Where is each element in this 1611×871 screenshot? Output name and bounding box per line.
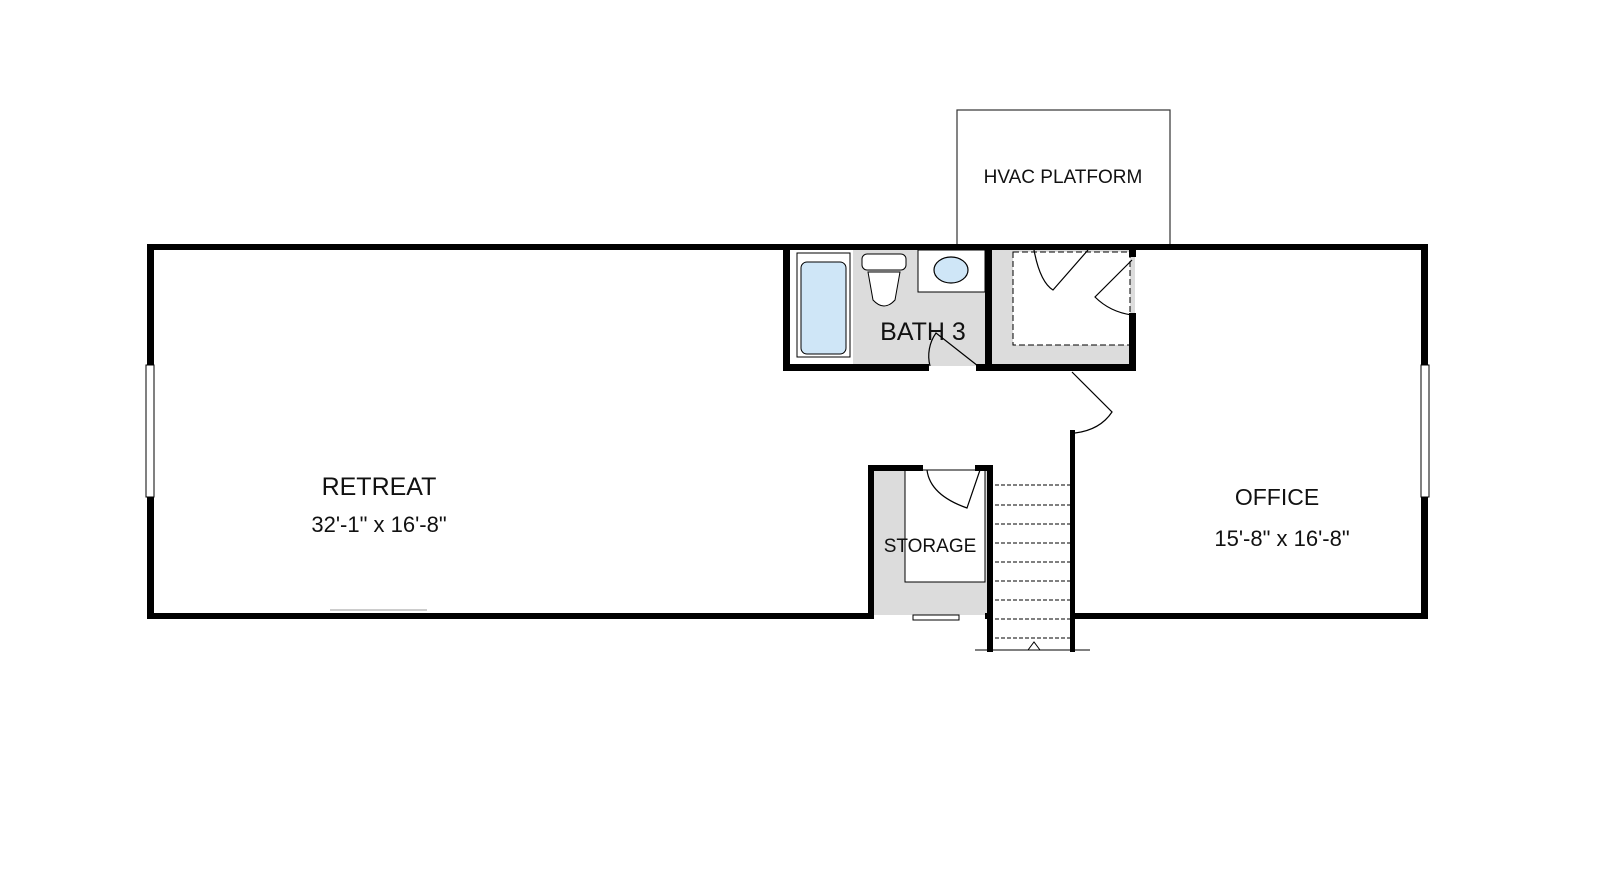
office-door[interactable] (1071, 371, 1113, 434)
retreat-label: RETREAT (322, 473, 437, 501)
toilet-tank (861, 253, 907, 271)
office-window (1420, 364, 1430, 498)
hvac-label: HVAC PLATFORM (984, 167, 1143, 188)
storage-door[interactable] (926, 469, 981, 509)
toilet-icon (867, 271, 901, 307)
storage-window (912, 614, 960, 621)
bathtub-icon (800, 261, 847, 355)
office-label: OFFICE (1235, 484, 1319, 510)
bath-door[interactable] (928, 332, 979, 367)
office-size: 15'-8" x 16'-8" (1214, 526, 1349, 551)
staircase[interactable] (975, 484, 1090, 651)
sink-icon (933, 256, 969, 284)
retreat-window (145, 364, 155, 498)
storage-label: STORAGE (884, 536, 977, 557)
closet-shelf (1012, 251, 1131, 346)
walls (147, 244, 1428, 652)
retreat-size: 32'-1" x 16'-8" (311, 512, 446, 537)
bath-label: BATH 3 (880, 318, 966, 346)
closet-door-2[interactable] (1094, 259, 1133, 316)
closet-door[interactable] (1033, 249, 1089, 291)
hvac-platform (956, 109, 1171, 248)
storage-shelf (904, 469, 986, 583)
